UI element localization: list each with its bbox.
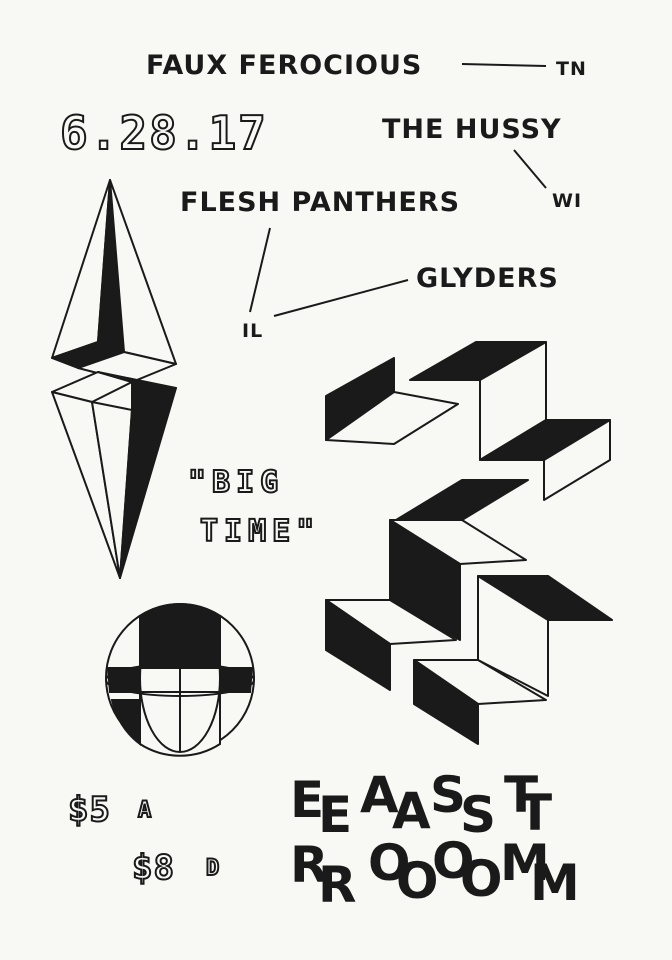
band-flesh-panthers: FLESH PANTHERS [180, 187, 461, 218]
venue-letter: A [392, 782, 431, 840]
connector-wi [513, 149, 547, 189]
venue-letter: R [290, 836, 329, 894]
price-door: $8 [131, 847, 175, 889]
state-wi: WI [552, 190, 583, 212]
sphere-icon [105, 602, 255, 757]
price-advance-label: A [137, 797, 152, 824]
price-advance: $5 [67, 789, 111, 831]
state-il: IL [242, 320, 264, 342]
title-line-1: "BIG [187, 464, 285, 501]
isometric-stairs-icon [325, 341, 613, 745]
connector-tn [461, 63, 547, 67]
band-the-hussy: THE HUSSY [382, 114, 562, 145]
title-line-2: TIME" [199, 513, 321, 550]
venue-letter: A [360, 766, 399, 824]
venue-letter: T [518, 784, 553, 842]
state-tn: TN [556, 58, 587, 80]
diamond-prism-icon [51, 179, 177, 579]
venue-letter: O [396, 852, 439, 910]
band-faux-ferocious: FAUX FEROCIOUS [146, 50, 423, 81]
event-date: 6.28.17 [59, 105, 268, 161]
price-door-label: D [205, 855, 220, 882]
band-glyders: GLYDERS [416, 263, 559, 294]
venue-letter: T [504, 766, 539, 824]
venue-letter: O [432, 832, 475, 890]
venue-letter: S [460, 786, 497, 844]
connector-lines [249, 63, 547, 317]
venue-letter: S [430, 766, 467, 824]
venue-letter: O [368, 834, 411, 892]
venue-letter: E [290, 771, 325, 829]
venue-letter: O [460, 850, 503, 908]
venue-letter: M [500, 834, 550, 892]
venue-letter: E [318, 786, 353, 844]
connector-glyders [273, 279, 409, 317]
connector-il [249, 227, 271, 313]
venue-letter: R [318, 856, 357, 914]
venue-letter: M [530, 854, 580, 912]
